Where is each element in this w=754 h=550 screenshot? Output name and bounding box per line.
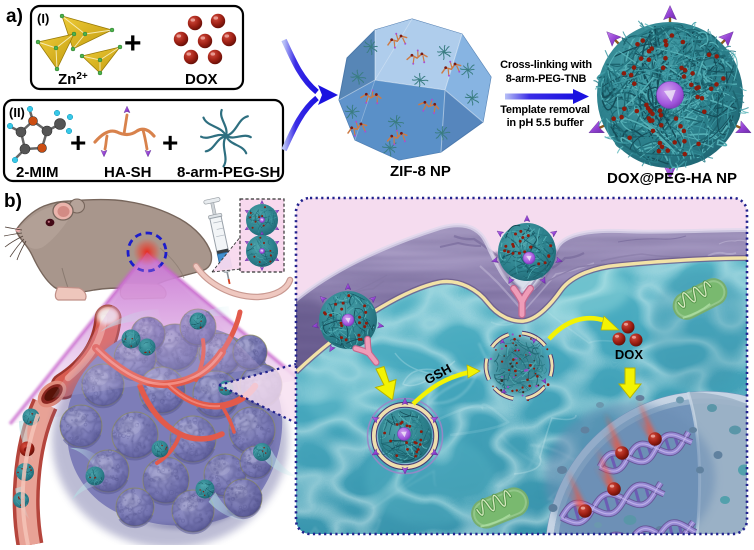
svg-text:+: + <box>162 127 178 158</box>
svg-text:(II): (II) <box>9 105 25 120</box>
svg-text:a): a) <box>6 6 23 27</box>
svg-text:DOX@PEG-HA NP: DOX@PEG-HA NP <box>607 170 737 187</box>
svg-text:Cross-linking with: Cross-linking with <box>500 59 592 71</box>
svg-text:HA-SH: HA-SH <box>104 164 152 181</box>
svg-text:8-arm-PEG-TNB: 8-arm-PEG-TNB <box>506 73 587 85</box>
svg-text:8-arm-PEG-SH: 8-arm-PEG-SH <box>177 164 280 181</box>
svg-text:2-MIM: 2-MIM <box>16 164 59 181</box>
svg-text:in pH 5.5 buffer: in pH 5.5 buffer <box>507 117 585 129</box>
svg-text:DOX: DOX <box>615 347 644 362</box>
svg-text:DOX: DOX <box>185 71 218 88</box>
svg-text:Template removal: Template removal <box>500 104 590 116</box>
svg-text:ZIF-8 NP: ZIF-8 NP <box>390 163 451 180</box>
svg-text:b): b) <box>4 191 22 212</box>
svg-text:+: + <box>124 27 142 60</box>
svg-text:(I): (I) <box>37 11 49 26</box>
svg-text:+: + <box>70 127 86 158</box>
